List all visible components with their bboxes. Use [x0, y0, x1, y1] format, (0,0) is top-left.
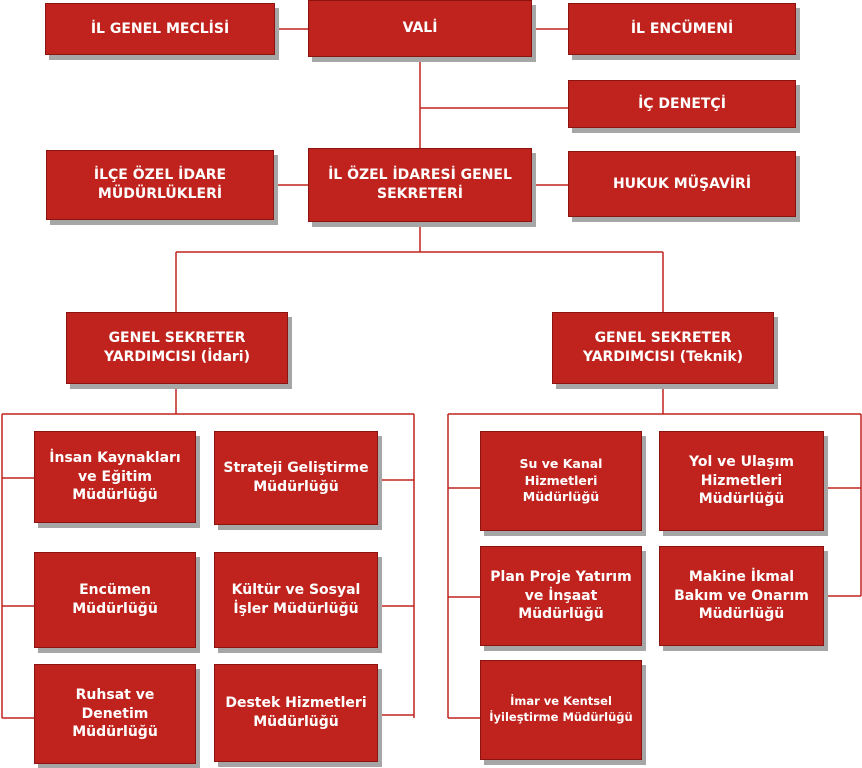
il-encumeni-label: İL ENCÜMENİ — [630, 20, 734, 37]
yol-ulasim-label: Yol ve Ulaşım Hizmetleri Müdürlüğü — [689, 453, 794, 508]
gsy-idari-label: GENEL SEKRETER YARDIMCISI (İdari) — [103, 330, 250, 365]
ilce-ozel-idare-label: İLÇE ÖZEL İDARE MÜDÜRLÜKLERİ — [93, 167, 227, 202]
imar-box: İmar ve Kentsel İyileştirme Müdürlüğü — [480, 660, 642, 760]
encumen-box: Encümen Müdürlüğü — [34, 552, 196, 648]
ic-denetci-box: İÇ DENETÇİ — [568, 80, 796, 128]
strateji-label: Strateji Geliştirme Müdürlüğü — [223, 460, 369, 495]
yol-ulasim-box: Yol ve Ulaşım Hizmetleri Müdürlüğü — [659, 431, 824, 531]
plan-proje-label: Plan Proje Yatırım ve İnşaat Müdürlüğü — [490, 568, 632, 623]
il-genel-meclisi-label: İL GENEL MECLİSİ — [90, 20, 230, 37]
plan-proje-box: Plan Proje Yatırım ve İnşaat Müdürlüğü — [480, 546, 642, 646]
su-kanal-box: Su ve Kanal Hizmetleri Müdürlüğü — [480, 431, 642, 531]
encumen-label: Encümen Müdürlüğü — [72, 582, 158, 617]
ic-denetci-label: İÇ DENETÇİ — [638, 95, 726, 112]
su-kanal-label: Su ve Kanal Hizmetleri Müdürlüğü — [519, 455, 603, 505]
genel-sekreter-box: İL ÖZEL İDARESİ GENEL SEKRETERİ — [308, 148, 532, 222]
gsy-teknik-label: GENEL SEKRETER YARDIMCISI (Teknik) — [582, 330, 744, 365]
insan-kaynaklari-box: İnsan Kaynakları ve Eğitim Müdürlüğü — [34, 431, 196, 523]
kultur-box: Kültür ve Sosyal İşler Müdürlüğü — [214, 552, 378, 648]
il-genel-meclisi-box: İL GENEL MECLİSİ — [45, 3, 275, 55]
gsy-teknik-box: GENEL SEKRETER YARDIMCISI (Teknik) — [552, 312, 774, 384]
strateji-box: Strateji Geliştirme Müdürlüğü — [214, 431, 378, 525]
kultur-label: Kültür ve Sosyal İşler Müdürlüğü — [231, 582, 361, 617]
hukuk-musaviri-box: HUKUK MÜŞAVİRİ — [568, 151, 796, 217]
hukuk-musaviri-label: HUKUK MÜŞAVİRİ — [612, 175, 752, 192]
ruhsat-box: Ruhsat ve Denetim Müdürlüğü — [34, 664, 196, 764]
makine-label: Makine İkmal Bakım ve Onarım Müdürlüğü — [674, 568, 809, 623]
insan-kaynaklari-label: İnsan Kaynakları ve Eğitim Müdürlüğü — [49, 449, 181, 504]
gsy-idari-box: GENEL SEKRETER YARDIMCISI (İdari) — [66, 312, 288, 384]
genel-sekreter-label: İL ÖZEL İDARESİ GENEL SEKRETERİ — [328, 167, 512, 202]
ilce-ozel-idare-box: İLÇE ÖZEL İDARE MÜDÜRLÜKLERİ — [46, 150, 274, 220]
makine-box: Makine İkmal Bakım ve Onarım Müdürlüğü — [659, 546, 824, 646]
destek-box: Destek Hizmetleri Müdürlüğü — [214, 664, 378, 762]
destek-label: Destek Hizmetleri Müdürlüğü — [225, 695, 367, 730]
vali-box: VALİ — [308, 0, 532, 57]
vali-label: VALİ — [402, 20, 438, 37]
il-encumeni-box: İL ENCÜMENİ — [568, 3, 796, 55]
ruhsat-label: Ruhsat ve Denetim Müdürlüğü — [72, 686, 158, 741]
imar-label: İmar ve Kentsel İyileştirme Müdürlüğü — [489, 694, 633, 724]
